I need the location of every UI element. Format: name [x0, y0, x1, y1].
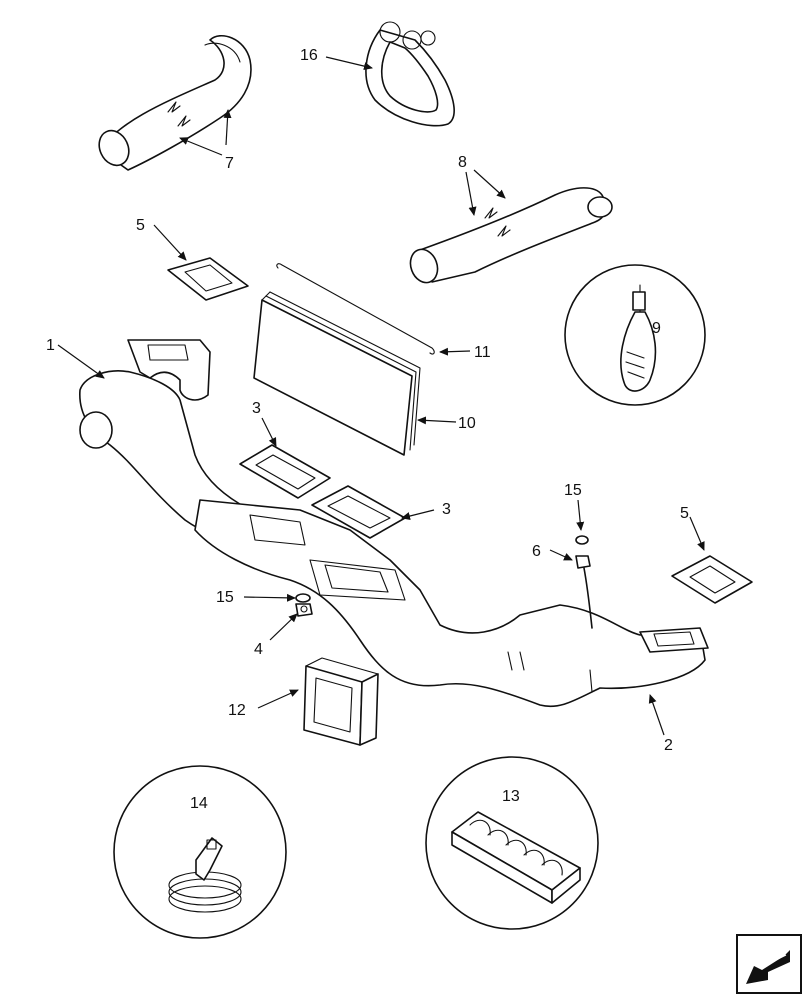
hose-part-7 — [98, 35, 252, 171]
rod-part-11 — [276, 263, 435, 355]
bolt-part-6 — [575, 555, 593, 629]
gasket-part-5-left — [167, 257, 249, 301]
duct-part-1-2 — [79, 339, 709, 708]
return-arrow-icon[interactable] — [736, 934, 802, 994]
callout-5-left: 5 — [136, 217, 145, 234]
inset-part-9 — [564, 264, 706, 406]
washer-part-15-left — [295, 593, 311, 603]
callout-16: 16 — [300, 47, 318, 64]
callout-8: 8 — [458, 154, 467, 171]
inset-part-12 — [425, 756, 599, 930]
strap-part-16 — [365, 21, 455, 127]
callout-15-right: 15 — [564, 482, 582, 499]
callout-15-left: 15 — [216, 589, 234, 606]
callout-14: 14 — [190, 795, 208, 812]
filter-part-10 — [253, 291, 421, 456]
callout-3-upper: 3 — [252, 400, 261, 417]
callout-10: 10 — [458, 415, 476, 432]
inset-part-14 — [113, 765, 287, 939]
gasket-part-3-upper — [239, 444, 331, 499]
callout-4: 4 — [254, 641, 263, 658]
grille-part-13 — [303, 657, 379, 746]
callout-12: 13 — [502, 788, 520, 805]
callout-6: 6 — [532, 543, 541, 560]
callout-13: 12 — [228, 702, 246, 719]
washer-part-15-right — [575, 535, 589, 545]
callout-9: 9 — [652, 320, 661, 337]
nut-part-4 — [295, 603, 313, 617]
callout-11: 11 — [474, 344, 491, 361]
callout-7: 7 — [225, 155, 234, 172]
callout-5-right: 5 — [680, 505, 689, 522]
gasket-part-5-right — [671, 555, 753, 604]
leader-lines — [57, 56, 705, 736]
callout-2: 2 — [664, 737, 673, 754]
callout-1: 1 — [46, 337, 55, 354]
callout-3-lower: 3 — [442, 501, 451, 518]
hose-part-8 — [409, 187, 613, 284]
callout-labels: 16 7 8 5 9 1 11 3 10 15 3 5 6 15 4 12 2 … — [46, 47, 689, 812]
